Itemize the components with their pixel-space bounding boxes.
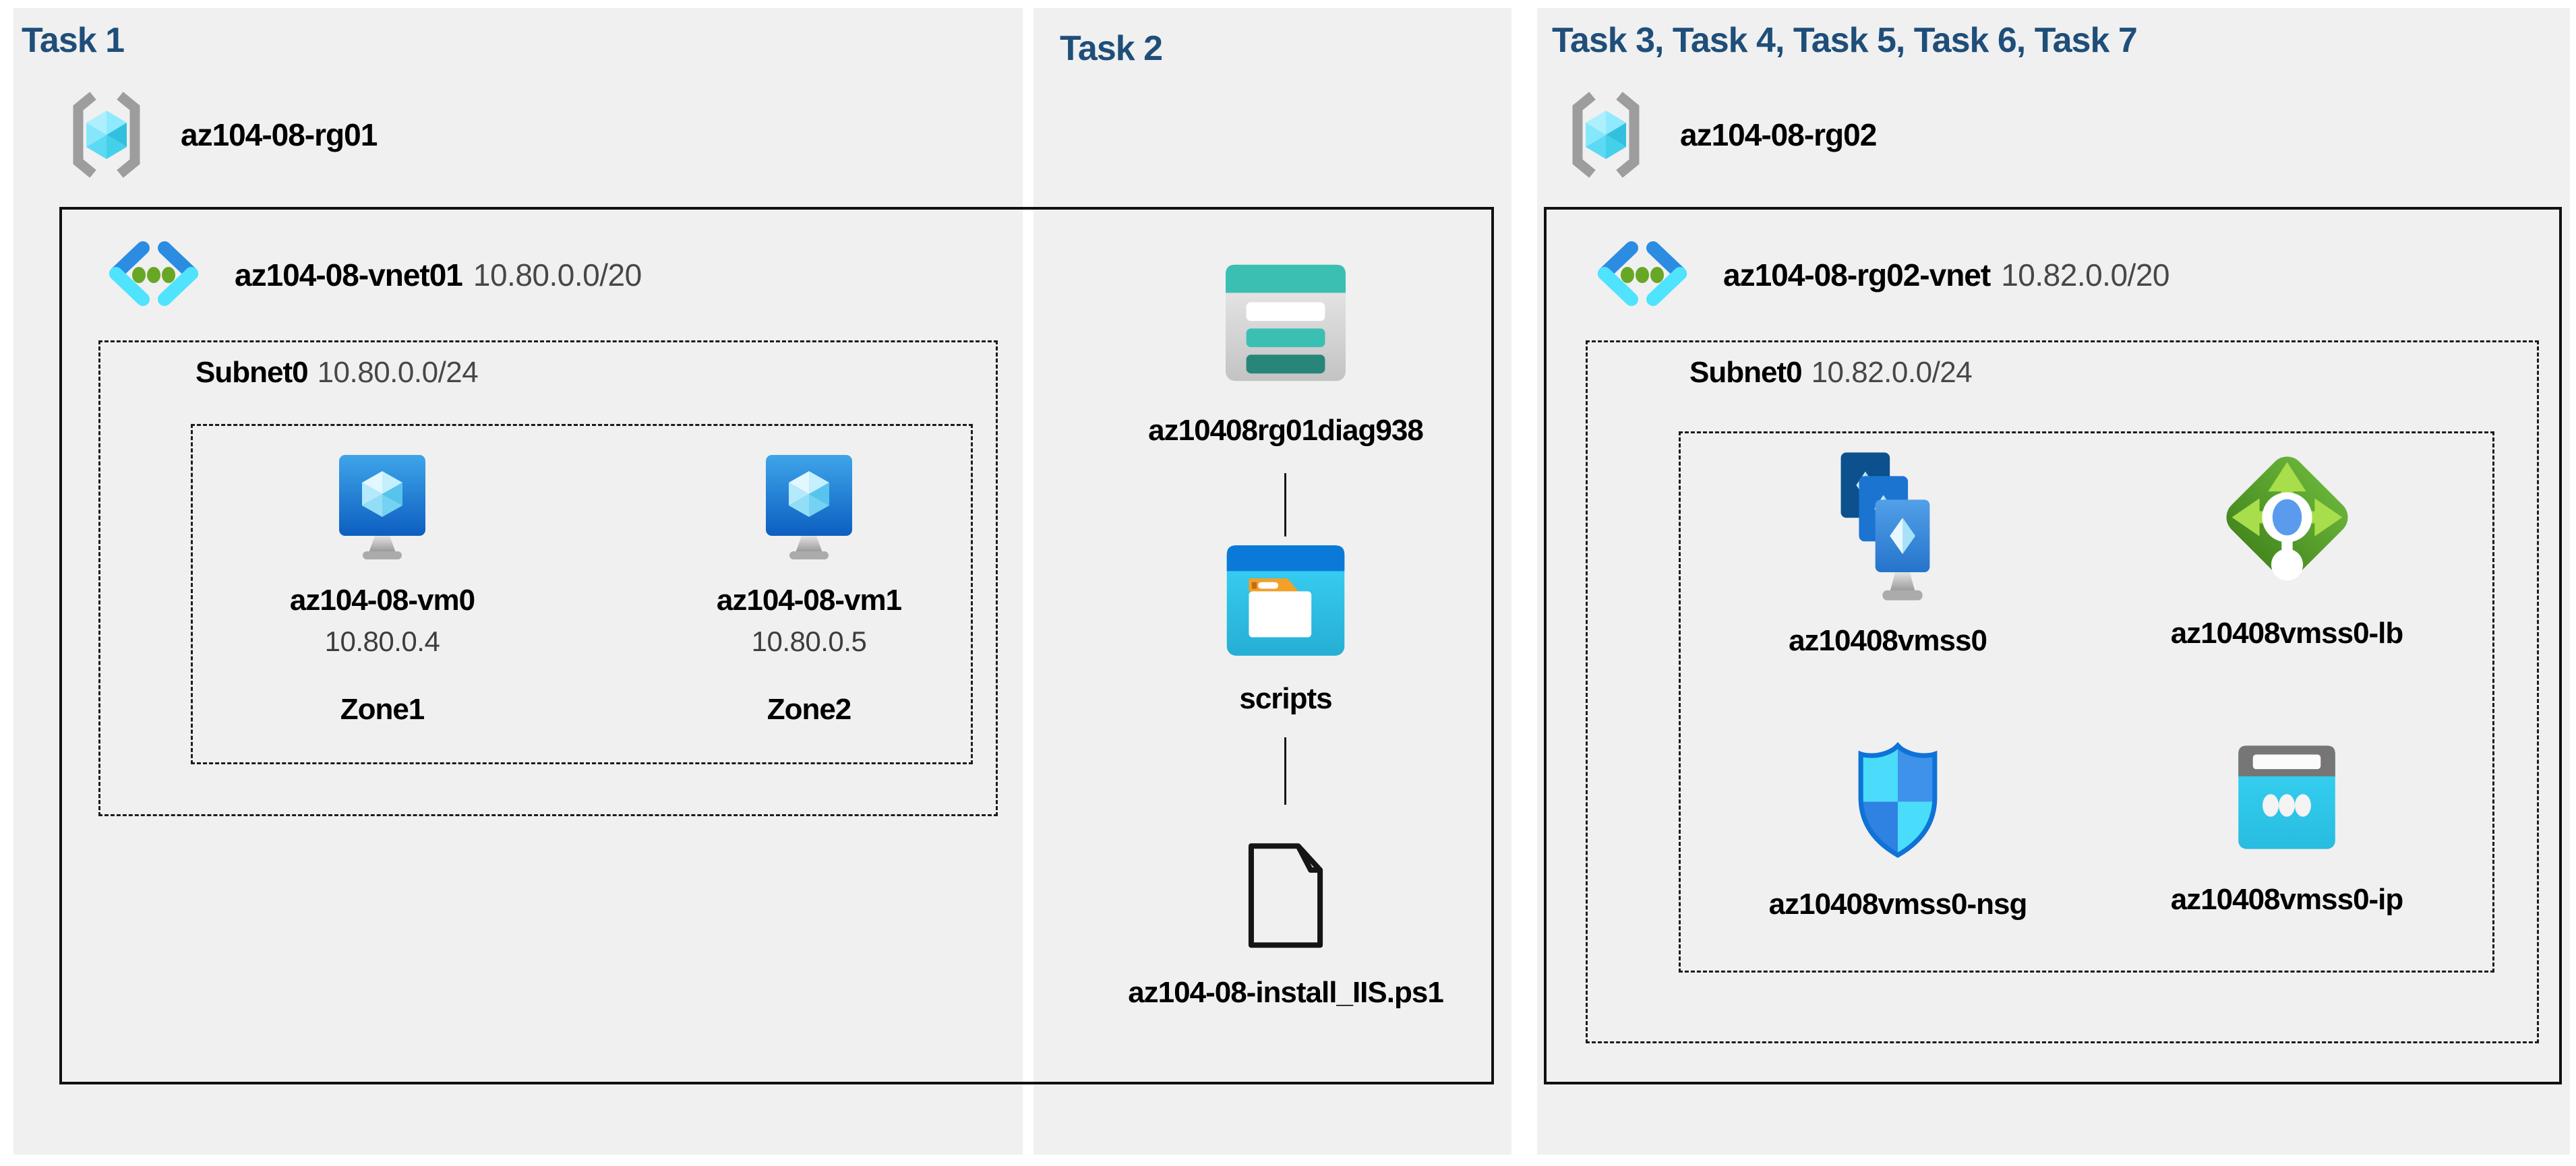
public-ip-icon xyxy=(2238,745,2335,849)
task2-header: Task 2 xyxy=(1060,29,1163,68)
rg02-boundary-box xyxy=(1544,207,2562,1084)
vm0-name: az104-08-vm0 xyxy=(289,584,475,617)
lb-name: az10408vmss0-lb xyxy=(2170,617,2404,650)
subnet0-name-rg02: Subnet0 xyxy=(1689,356,1803,389)
vm-group-box xyxy=(191,424,973,764)
script-file-name: az104-08-install_IIS.ps1 xyxy=(1128,976,1444,1009)
rg02-vnet-label: az104-08-rg02-vnet 10.82.0.0/20 xyxy=(1723,257,2169,293)
vmss-block: az10408vmss0 xyxy=(1719,449,2056,658)
vnet01-name: az104-08-vnet01 xyxy=(235,257,463,293)
nsg-name: az10408vmss0-nsg xyxy=(1768,888,2028,921)
virtual-network-icon xyxy=(1598,241,1687,306)
storage-account-icon xyxy=(1226,264,1346,381)
vm-scale-set-icon xyxy=(1840,452,1929,601)
nsg-block: az10408vmss0-nsg xyxy=(1729,741,2066,921)
subnet0-box-rg01 xyxy=(98,340,998,816)
rg02-name: az104-08-rg02 xyxy=(1680,117,1877,152)
vnet01-row: az104-08-vnet01 10.80.0.0/20 xyxy=(102,237,642,313)
network-security-group-icon xyxy=(1858,741,1938,858)
vm1-name: az104-08-vm1 xyxy=(716,584,902,617)
vm1-zone: Zone2 xyxy=(767,693,852,726)
blob-container-block: scripts xyxy=(1077,543,1495,716)
resource-group-icon xyxy=(73,92,140,178)
virtual-machine-icon xyxy=(339,455,425,559)
rg02-vnet-name: az104-08-rg02-vnet xyxy=(1723,257,1991,293)
vm0-zone: Zone1 xyxy=(340,693,425,726)
task3-header: Task 3, Task 4, Task 5, Task 6, Task 7 xyxy=(1552,21,2138,60)
storage-account-name: az10408rg01diag938 xyxy=(1148,414,1424,447)
vmss-group-box xyxy=(1679,431,2494,973)
vm0-block: az104-08-vm0 10.80.0.4 Zone1 xyxy=(234,453,531,727)
vm0-ip: 10.80.0.4 xyxy=(324,625,440,657)
vm1-ip: 10.80.0.5 xyxy=(751,625,867,657)
virtual-machine-icon xyxy=(766,455,852,559)
load-balancer-icon xyxy=(2225,456,2348,581)
lb-block: az10408vmss0-lb xyxy=(2118,445,2455,650)
subnet0-cidr-rg02: 10.82.0.0/24 xyxy=(1811,356,1973,389)
task1-header: Task 1 xyxy=(22,21,125,60)
pip-name: az10408vmss0-ip xyxy=(2170,883,2404,916)
subnet0-cidr-rg01: 10.80.0.0/24 xyxy=(317,356,479,389)
vm1-block: az104-08-vm1 10.80.0.5 Zone2 xyxy=(661,453,957,727)
subnet0-name-rg01: Subnet0 xyxy=(196,356,309,389)
blob-container-icon xyxy=(1226,545,1345,656)
rg02-vnet-row: az104-08-rg02-vnet 10.82.0.0/20 xyxy=(1591,237,2169,313)
connector-storage-to-container xyxy=(1284,473,1286,536)
rg01-row: az104-08-rg01 xyxy=(62,86,378,183)
rg02-vnet-cidr: 10.82.0.0/20 xyxy=(2001,257,2169,293)
rg01-name: az104-08-rg01 xyxy=(181,117,378,152)
vnet01-cidr: 10.80.0.0/20 xyxy=(473,257,642,293)
resource-group-icon xyxy=(1572,92,1640,178)
virtual-network-icon xyxy=(109,241,198,306)
script-file-block: az104-08-install_IIS.ps1 xyxy=(1077,838,1495,1010)
file-icon xyxy=(1248,843,1323,948)
subnet0-box-rg02 xyxy=(1586,340,2539,1043)
vmss-name: az10408vmss0 xyxy=(1789,624,1987,657)
rg02-row: az104-08-rg02 xyxy=(1561,86,1877,183)
pip-block: az10408vmss0-ip xyxy=(2118,744,2455,917)
task3-panel xyxy=(1537,8,2570,1155)
task1-panel xyxy=(13,8,1023,1155)
blob-container-name: scripts xyxy=(1239,682,1332,715)
vnet01-label: az104-08-vnet01 10.80.0.0/20 xyxy=(235,257,642,293)
storage-account-block: az10408rg01diag938 xyxy=(1077,263,1495,448)
rg01-boundary-box xyxy=(59,207,1494,1084)
connector-container-to-file xyxy=(1284,737,1286,805)
